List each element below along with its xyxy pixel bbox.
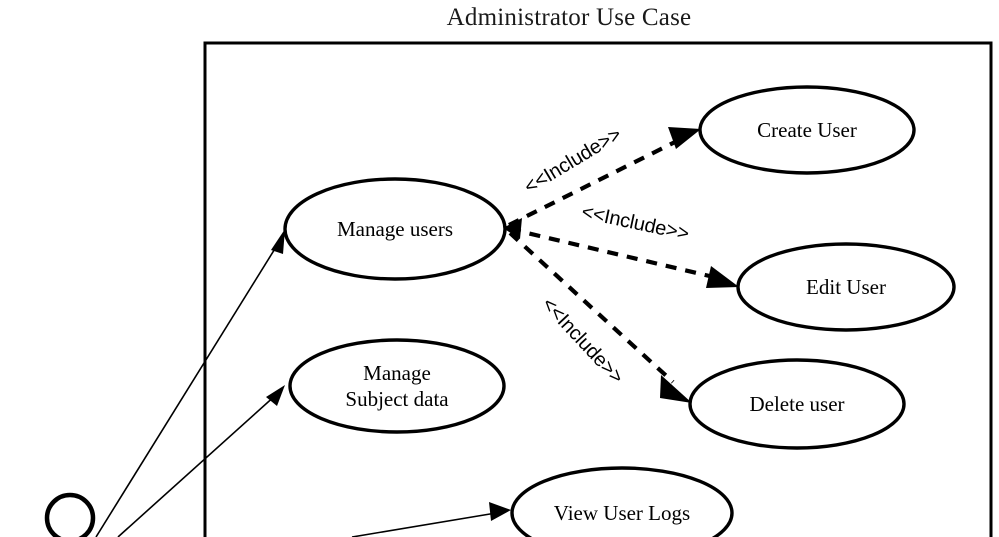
- arrowhead-view-user-logs: [489, 502, 511, 521]
- use-case-label-delete-user: Delete user: [749, 392, 844, 416]
- arrowhead-edit-user: [706, 266, 739, 288]
- use-case-ellipse: [688, 358, 906, 450]
- include-junction-arrowhead: [503, 218, 522, 239]
- use-case-label-manage-subject-data-line2: Subject data: [345, 387, 449, 411]
- use-case-label-view-user-logs: View User Logs: [554, 501, 690, 525]
- arrowhead-manage-subject-data: [266, 385, 285, 406]
- administrator-actor[interactable]: [44, 492, 96, 537]
- actor-head-icon: [44, 492, 96, 537]
- include-arrow-edit-user: [509, 226, 739, 288]
- use-case-manage-users[interactable]: Manage users: [283, 177, 507, 281]
- association-actor-to-manage-subject-data: [117, 385, 285, 537]
- use-case-label-manage-subject-data-line1: Manage: [363, 361, 431, 385]
- use-case-create-user[interactable]: Create User: [698, 85, 916, 175]
- include-label-create-user: <<Include>>: [521, 123, 626, 198]
- include-arrow-delete-user: [508, 231, 692, 403]
- use-case-ellipse: [510, 466, 734, 537]
- use-case-label-edit-user: Edit User: [806, 275, 886, 299]
- include-label-delete-user: <<Include>>: [537, 294, 627, 389]
- use-case-delete-user[interactable]: Delete user: [688, 358, 906, 450]
- use-case-label-create-user: Create User: [757, 118, 857, 142]
- include-label-edit-user: <<Include>>: [580, 201, 691, 245]
- arrowhead-delete-user: [660, 375, 692, 403]
- association-actor-to-view-user-logs: [351, 502, 511, 537]
- use-case-view-user-logs[interactable]: View User Logs: [510, 466, 734, 537]
- system-boundary-box: [203, 41, 993, 537]
- diagram-title: Administrator Use Case: [447, 4, 692, 31]
- use-case-label-manage-users: Manage users: [337, 217, 453, 241]
- use-case-ellipse: [283, 177, 507, 281]
- include-arrow-create-user: [508, 127, 701, 227]
- arrowhead-manage-users: [271, 229, 285, 254]
- use-case-ellipse: [698, 85, 916, 175]
- use-case-ellipse: [288, 338, 506, 434]
- use-case-edit-user[interactable]: Edit User: [736, 242, 956, 332]
- use-case-ellipse: [736, 242, 956, 332]
- arrowhead-create-user: [668, 127, 701, 149]
- association-actor-to-manage-users: [95, 229, 285, 537]
- use-case-manage-subject-data[interactable]: Manage Subject data: [288, 338, 506, 434]
